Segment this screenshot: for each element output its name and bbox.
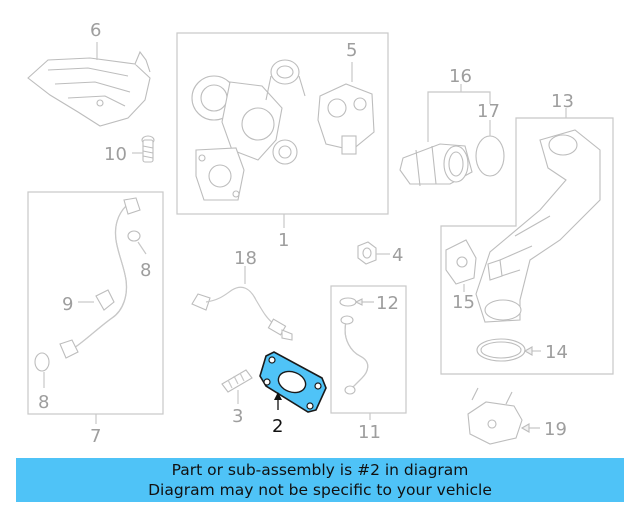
info-banner: Part or sub-assembly is #2 in diagram Di…	[16, 458, 624, 502]
bolt-part[interactable]	[141, 135, 155, 163]
clamp-part[interactable]	[445, 239, 503, 285]
washer-part-upper[interactable]	[127, 230, 141, 242]
callout-12: 12	[376, 293, 399, 314]
banner-line-2: Diagram may not be specific to your vehi…	[148, 481, 492, 499]
water-line-group-box	[330, 285, 407, 414]
actuator-part[interactable]	[317, 83, 375, 155]
bracket-part[interactable]	[467, 387, 523, 445]
callout-9: 9	[62, 294, 73, 315]
callout-19: 19	[544, 419, 567, 440]
callout-leader-8-upper	[137, 241, 147, 255]
callout-arrow-2	[274, 392, 282, 400]
washer-part-lower[interactable]	[34, 352, 50, 372]
oil-line-group-box	[27, 191, 164, 415]
callout-leader-16	[427, 91, 491, 142]
o-ring-part-17[interactable]	[475, 135, 505, 177]
callout-4: 4	[392, 245, 403, 266]
stud-part[interactable]	[221, 369, 253, 393]
o-ring-part-12[interactable]	[339, 297, 357, 307]
callout-13: 13	[551, 91, 574, 112]
callout-16: 16	[449, 66, 472, 87]
callout-1: 1	[278, 230, 289, 251]
intake-hose-part[interactable]	[475, 129, 601, 323]
callout-8-lower: 8	[38, 392, 49, 413]
turbo-group-box	[176, 32, 389, 215]
callout-17: 17	[477, 101, 500, 122]
callout-3: 3	[232, 406, 243, 427]
callout-5: 5	[346, 40, 357, 61]
intake-hose-group-box	[440, 117, 614, 375]
water-pipe-part[interactable]	[340, 315, 369, 395]
turbocharger-part[interactable]	[191, 59, 306, 201]
gasket-part-highlighted[interactable]	[259, 351, 327, 413]
callout-7: 7	[90, 426, 101, 447]
oil-line-part[interactable]	[59, 197, 141, 359]
banner-line-1: Part or sub-assembly is #2 in diagram	[171, 461, 469, 479]
callout-8-upper: 8	[140, 260, 151, 281]
callout-6: 6	[90, 20, 101, 41]
callout-10: 10	[104, 144, 127, 165]
callout-18: 18	[234, 248, 257, 269]
callout-14: 14	[545, 342, 568, 363]
sensor-line-part[interactable]	[191, 286, 293, 341]
heat-shield-part[interactable]	[27, 50, 151, 127]
callout-2: 2	[272, 416, 283, 437]
pipe-flange-part[interactable]	[399, 143, 473, 187]
callout-15: 15	[452, 292, 475, 313]
nut-part[interactable]	[357, 241, 377, 265]
callout-11: 11	[358, 422, 381, 443]
